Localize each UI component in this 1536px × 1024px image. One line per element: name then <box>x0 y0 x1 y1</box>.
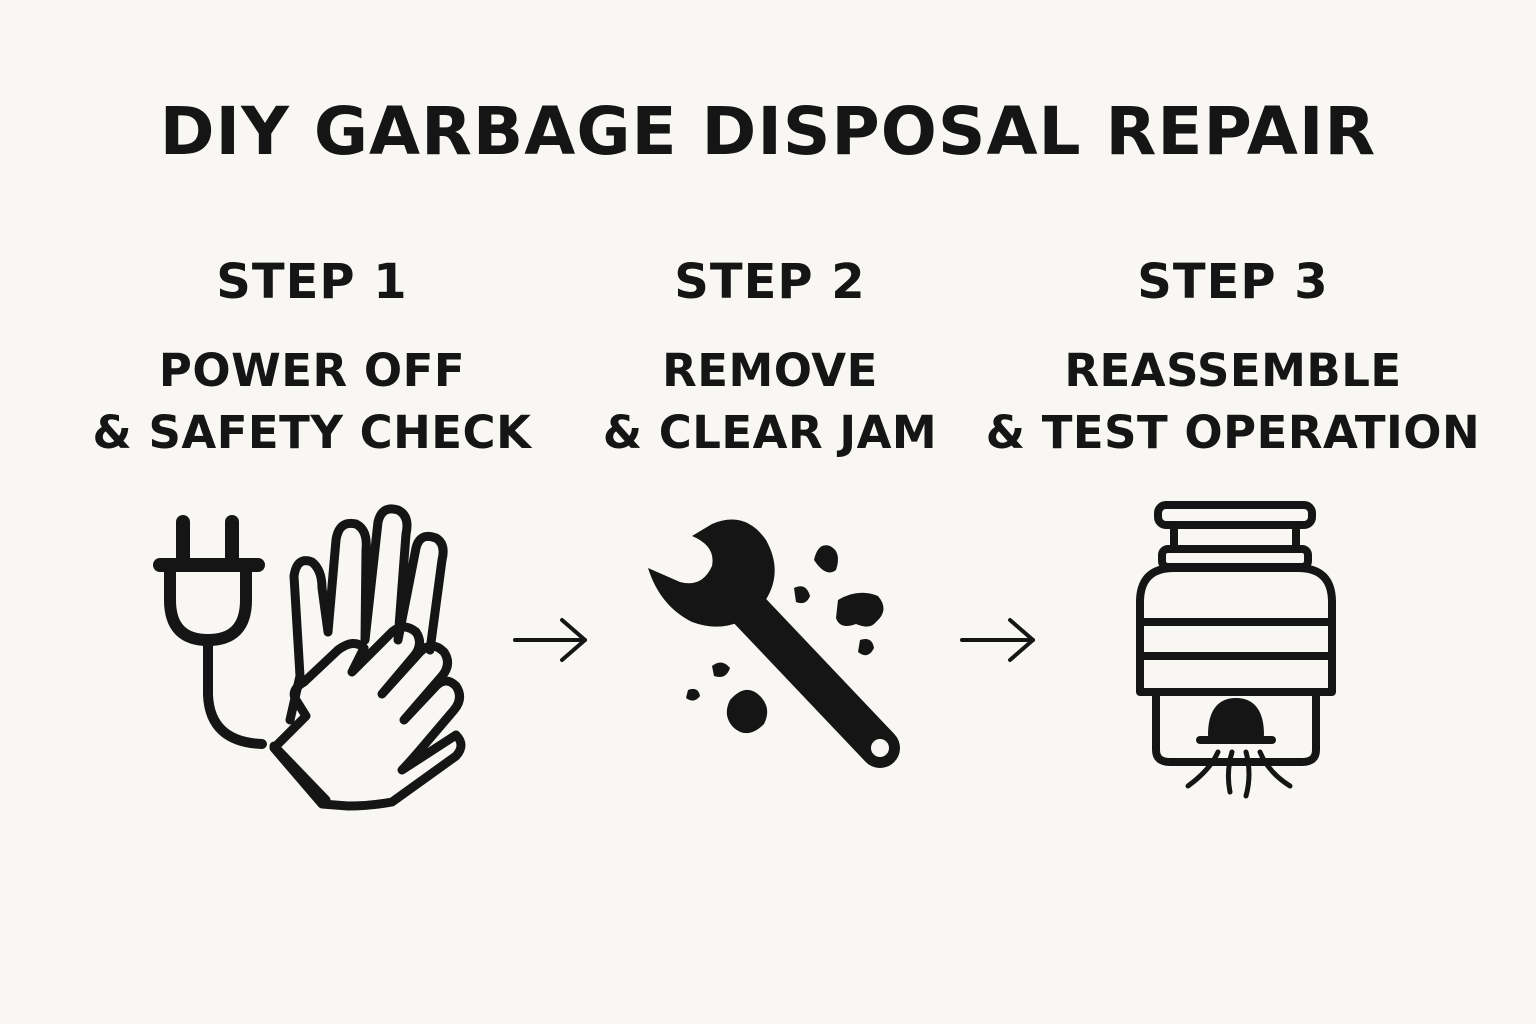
gloves-icon <box>269 504 466 811</box>
wrench-with-debris-icon <box>648 519 900 768</box>
garbage-disposal-unit-icon <box>1136 501 1336 799</box>
step-1-line-1: POWER OFF <box>158 344 466 397</box>
step-3-line-2: & TEST OPERATION <box>985 406 1481 459</box>
step-1: STEP 1 POWER OFF & SAFETY CHECK <box>62 252 562 464</box>
step-2-line-1: REMOVE <box>662 344 878 397</box>
step-2-line-2: & CLEAR JAM <box>602 406 938 459</box>
debris-icon <box>686 545 884 734</box>
step-3: STEP 3 REASSEMBLE & TEST OPERATION <box>983 252 1483 464</box>
step-3-description: REASSEMBLE & TEST OPERATION <box>983 340 1483 464</box>
page-title: DIY GARBAGE DISPOSAL REPAIR <box>159 93 1377 170</box>
plug-and-gloves-icon <box>153 504 466 811</box>
plug-icon <box>153 515 267 749</box>
arrow-right-icon <box>513 618 587 662</box>
step-1-label: STEP 1 <box>216 254 408 310</box>
step-2-description: REMOVE & CLEAR JAM <box>520 340 1020 464</box>
step-3-label: STEP 3 <box>1137 254 1329 310</box>
step-2: STEP 2 REMOVE & CLEAR JAM <box>520 252 1020 464</box>
step-2-label: STEP 2 <box>674 254 866 310</box>
step-1-line-2: & SAFETY CHECK <box>92 406 532 459</box>
wrench-icon <box>648 519 900 768</box>
arrow-right-icon <box>960 618 1035 662</box>
step-1-description: POWER OFF & SAFETY CHECK <box>62 340 562 464</box>
step-3-line-1: REASSEMBLE <box>1064 344 1402 397</box>
